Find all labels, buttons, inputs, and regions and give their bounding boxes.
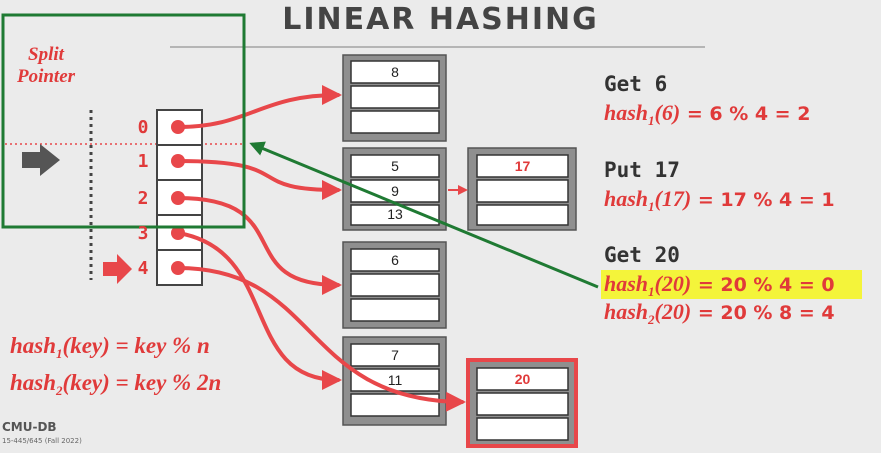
slot-label-4: 4 [137, 258, 149, 279]
split-highlight-box [1, 13, 246, 229]
cmu-db-logo: CMU-DB [2, 420, 57, 434]
highlight-bar [601, 270, 862, 299]
bucket-4-entry: 20 [514, 371, 531, 387]
pointer-3 [176, 231, 342, 390]
pointer-0 [176, 85, 342, 129]
hash-result-3: hash1(20) = 20 % 4 = 0 [604, 271, 835, 299]
bucket-1-entry: 5 [391, 158, 399, 174]
hash-result-2: hash1(17) = 17 % 4 = 1 [604, 186, 835, 214]
split-pointer-arrow-icon [22, 144, 60, 176]
slot-label-1: 1 [137, 151, 149, 172]
title-divider [170, 46, 705, 48]
pointer-2 [176, 196, 342, 295]
split-pointer-label: Split Pointer [16, 44, 76, 87]
hash-result-4: hash2(20) = 20 % 8 = 4 [604, 299, 835, 327]
operation-get-6: Get 6 [604, 72, 668, 96]
course-label: 15-445/645 (Fall 2022) [2, 437, 82, 445]
bucket-1-entry: 9 [391, 183, 399, 199]
operation-put-17: Put 17 [604, 158, 680, 182]
bucket-2-entry: 6 [391, 252, 399, 268]
overflow-bucket-entry: 17 [514, 158, 531, 174]
hash-result-1: hash1(6) = 6 % 4 = 2 [604, 100, 811, 128]
bucket-0-entry: 8 [391, 64, 399, 80]
page-title: LINEAR HASHING [282, 2, 599, 37]
bucket-3-entry: 7 [391, 347, 399, 363]
pointer-1 [176, 159, 342, 200]
slot-label-2: 2 [137, 188, 149, 209]
hash-function-2: hash2(key) = key % 2n [10, 370, 222, 398]
new-slot-arrow-icon [103, 254, 132, 284]
hash-lookup-arrow [249, 141, 599, 289]
bucket-3-entry: 11 [387, 372, 403, 388]
operation-get-20: Get 20 [604, 243, 680, 267]
slot-label-0: 0 [137, 117, 149, 138]
pointer-4 [176, 266, 466, 412]
bucket-1-entry: 13 [387, 206, 403, 222]
slot-label-3: 3 [137, 223, 149, 244]
hash-function-1: hash1(key) = key % n [10, 333, 210, 361]
